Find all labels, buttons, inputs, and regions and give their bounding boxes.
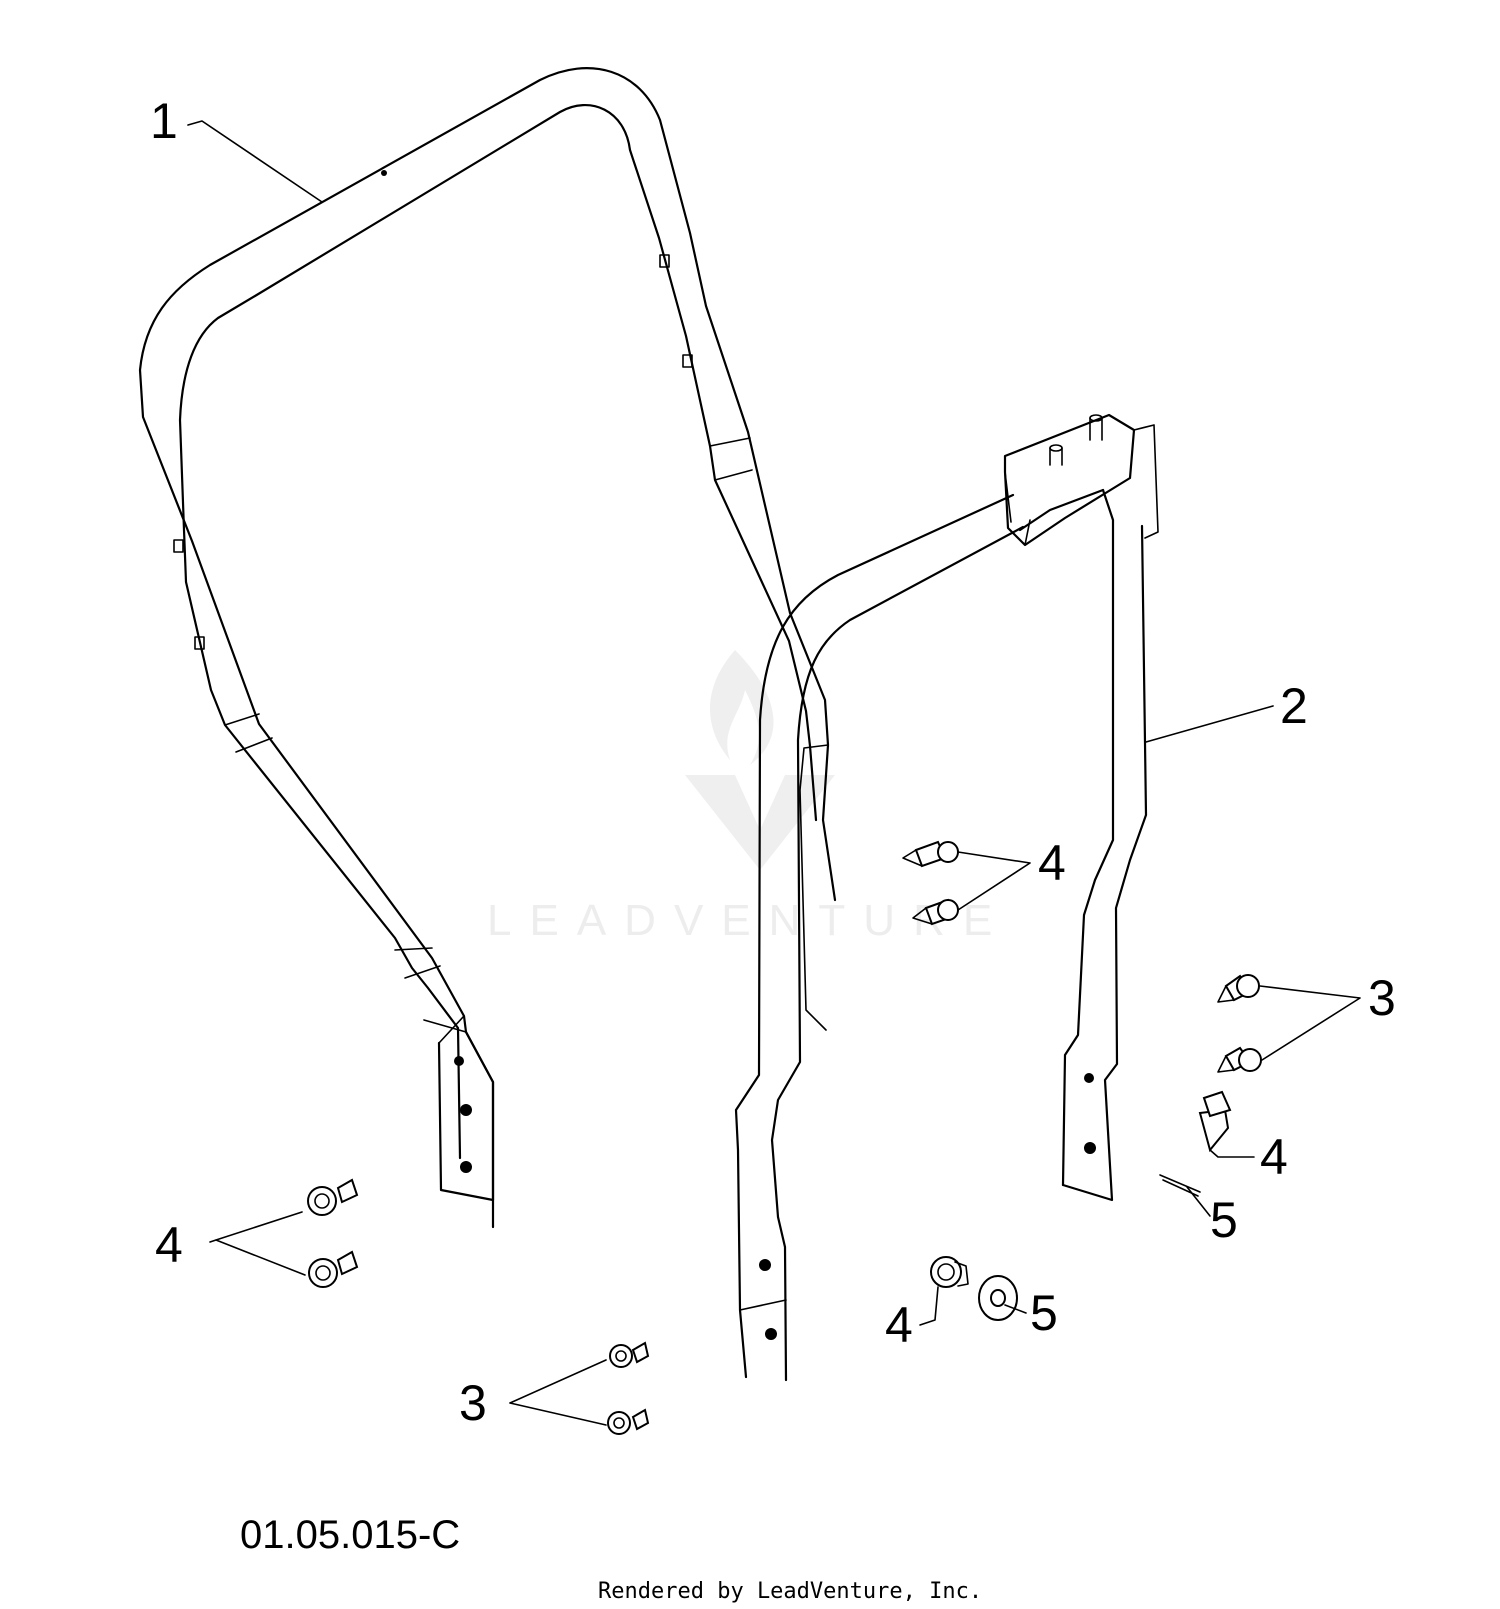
watermark-text: LEADVENTURE bbox=[487, 896, 1010, 945]
leader-part-2 bbox=[1145, 705, 1274, 743]
callout-part-3-bottom: 3 bbox=[459, 1375, 487, 1431]
leader-4-center bbox=[957, 851, 1031, 911]
part-1-bracket-holes bbox=[454, 1056, 472, 1173]
bolt-3-bottom-lower bbox=[607, 1408, 650, 1435]
leader-3-bottom bbox=[509, 1359, 607, 1426]
part-2-lower-bar bbox=[734, 413, 1159, 1382]
render-credit: Rendered by LeadVenture, Inc. bbox=[598, 1579, 982, 1604]
part-2-left-foot-edge bbox=[739, 1299, 787, 1311]
figure-code: 01.05.015-C bbox=[240, 1513, 460, 1557]
leader-part-1 bbox=[187, 120, 323, 203]
bolt-4-left-upper bbox=[307, 1178, 359, 1216]
part-1-upper-bar bbox=[138, 67, 837, 1229]
part-2-foot-holes bbox=[759, 1073, 1096, 1340]
part-2-inner-edge bbox=[770, 525, 1025, 1382]
part-1-left-bracket-fold bbox=[423, 1015, 467, 1044]
part-1-left-bracket bbox=[437, 1030, 495, 1202]
callout-part-2: 2 bbox=[1280, 678, 1308, 734]
part-2-top-mount-flange bbox=[1004, 424, 1159, 546]
callout-part-4-right: 4 bbox=[1260, 1129, 1288, 1185]
part-1-outer-edge bbox=[138, 67, 837, 1229]
bolt-3-right-lower bbox=[1217, 1046, 1262, 1073]
part-1-seam-lower-right bbox=[714, 469, 753, 481]
leader-4-bottom bbox=[919, 1286, 939, 1326]
part-1-seam-upper-right bbox=[709, 437, 751, 447]
part-2-right-leg-outer bbox=[1061, 488, 1115, 1187]
part-1-seam-foot-b bbox=[404, 965, 441, 979]
washer-5-bottom bbox=[978, 1275, 1018, 1321]
leader-5-bottom bbox=[1004, 1304, 1027, 1314]
bolt-4-center-upper bbox=[902, 840, 959, 868]
leader-3-right bbox=[1259, 985, 1361, 1061]
callout-part-4-center: 4 bbox=[1038, 835, 1066, 891]
callout-part-4-left: 4 bbox=[155, 1217, 183, 1273]
part-1-inner-edge bbox=[178, 103, 818, 1160]
part-1-inner-right-strip bbox=[799, 744, 829, 1031]
callout-part-1: 1 bbox=[150, 93, 178, 149]
leader-5-right bbox=[1186, 1186, 1211, 1217]
bolt-4-right bbox=[1198, 1090, 1232, 1153]
part-1-seam-foot-a bbox=[394, 947, 433, 951]
leadventure-watermark: LEADVENTURE bbox=[487, 650, 1010, 945]
bolt-3-bottom-upper bbox=[609, 1341, 650, 1368]
callout-part-5-right: 5 bbox=[1210, 1192, 1238, 1248]
cotter-pin-5-right bbox=[1159, 1174, 1201, 1197]
part-1-mount-tabs bbox=[173, 170, 693, 650]
part-2-top-mount-stud bbox=[1049, 447, 1063, 466]
callout-part-5-bottom: 5 bbox=[1030, 1285, 1058, 1341]
leader-lines bbox=[187, 120, 1361, 1426]
leader-4-left bbox=[209, 1211, 306, 1276]
leader-4-right bbox=[1209, 1149, 1255, 1158]
part-2-top-mount-plate bbox=[1003, 413, 1136, 547]
callout-part-4-bottom: 4 bbox=[885, 1297, 913, 1353]
part-2-outer-edge bbox=[734, 493, 1015, 1379]
bolt-3-right-upper bbox=[1217, 974, 1260, 1003]
part-2-top-mount-pin bbox=[1089, 417, 1103, 441]
part-1-seam-lower-left-b bbox=[235, 737, 273, 753]
bolt-4-left-lower bbox=[308, 1250, 359, 1288]
callout-part-3-right: 3 bbox=[1368, 970, 1396, 1026]
bolt-4-bottom bbox=[930, 1256, 969, 1288]
part-1-seam-lower-left-a bbox=[224, 713, 260, 726]
callout-labels: 1 2 4 3 4 5 4 4 5 3 bbox=[150, 93, 1396, 1431]
